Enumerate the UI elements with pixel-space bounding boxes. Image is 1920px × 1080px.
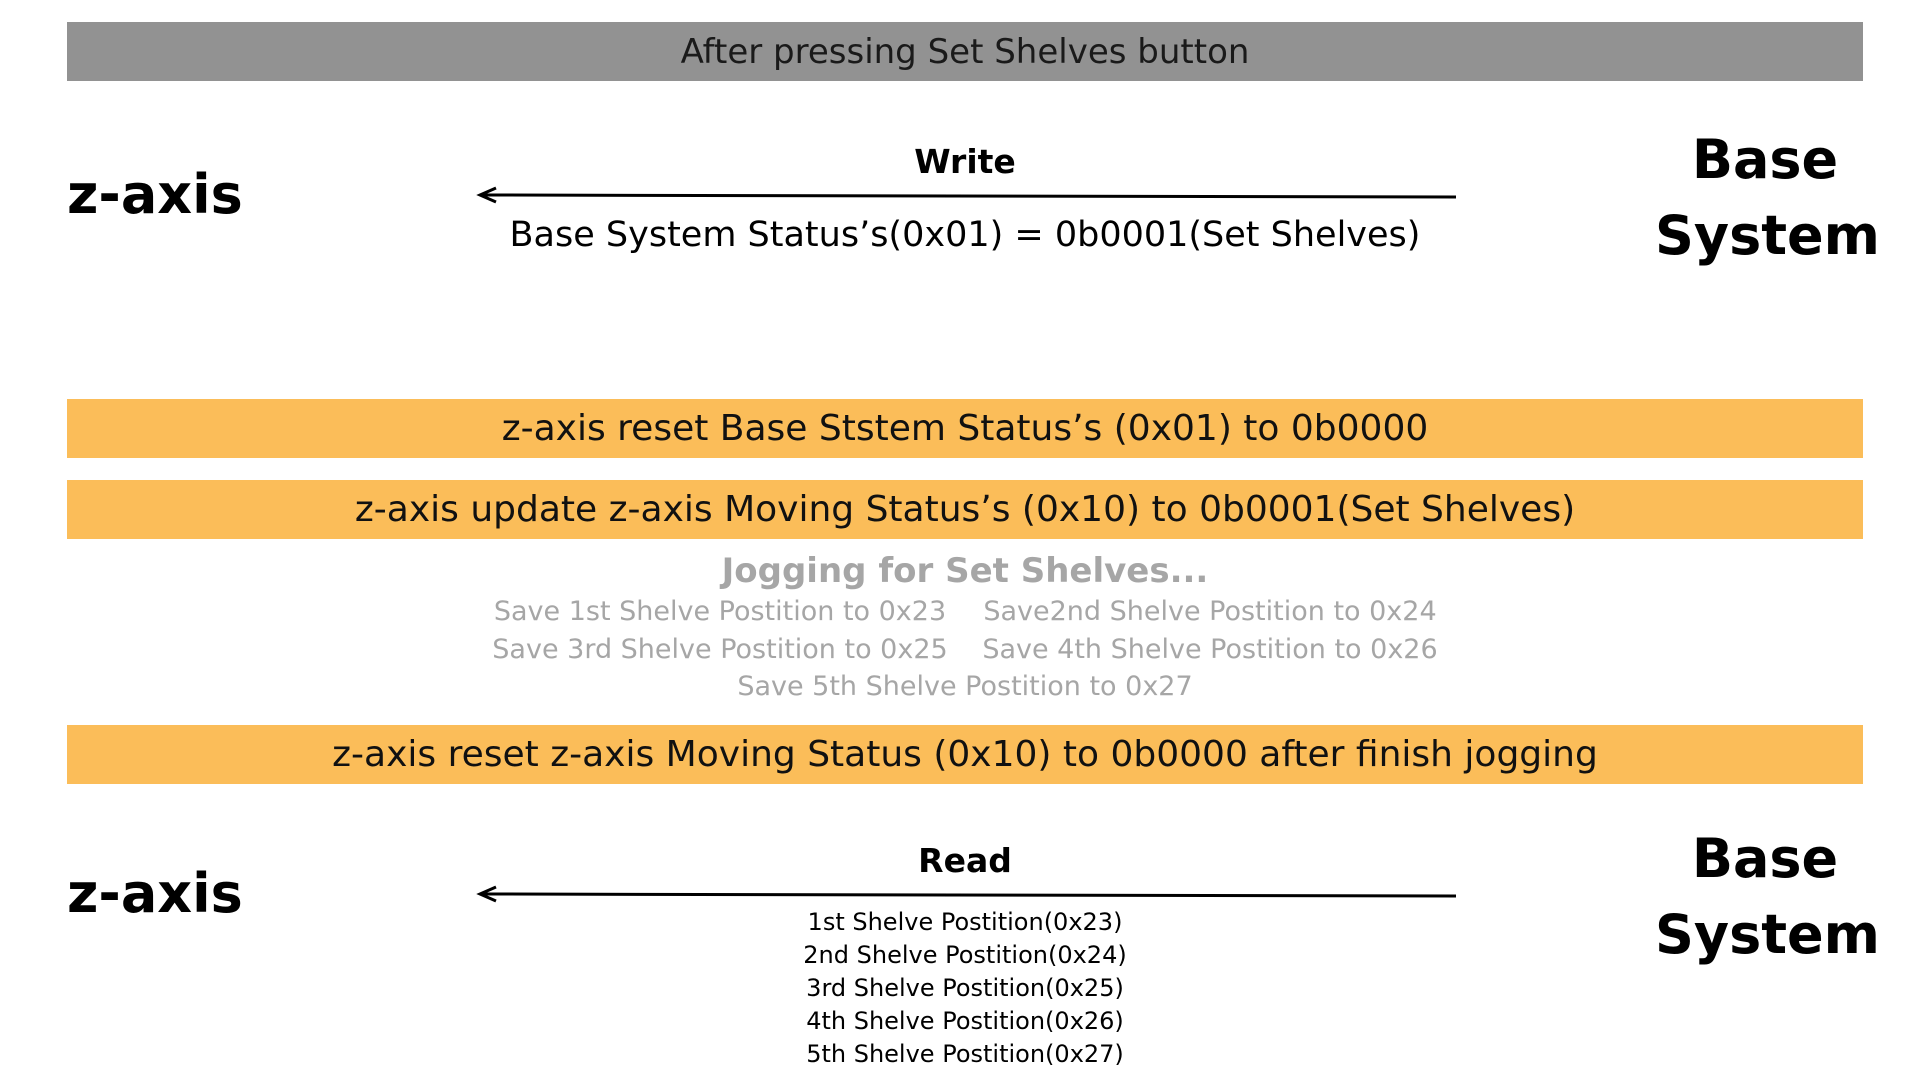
read-item: 4th Shelve Postition(0x26) bbox=[806, 1007, 1124, 1035]
write-message: Base System Status’s(0x01) = 0b0001(Set … bbox=[509, 215, 1421, 255]
reset-base-status-bar: z-axis reset Base Ststem Status’s (0x01)… bbox=[67, 399, 1863, 458]
jogging-title: Jogging for Set Shelves... bbox=[721, 551, 1209, 591]
reset-moving-status-text: z-axis reset z-axis Moving Status (0x10)… bbox=[332, 734, 1598, 775]
jogging-item: Save2nd Shelve Postition to 0x24 bbox=[983, 596, 1437, 627]
write-action-label: Write bbox=[914, 142, 1016, 181]
write-right-label: Base System bbox=[1655, 122, 1880, 274]
read-right-label: Base System bbox=[1655, 821, 1880, 973]
jogging-item: Save 1st Shelve Postition to 0x23 bbox=[493, 596, 947, 627]
update-moving-status-text: z-axis update z-axis Moving Status’s (0x… bbox=[354, 489, 1576, 530]
reset-base-status-text: z-axis reset Base Ststem Status’s (0x01)… bbox=[501, 408, 1429, 449]
read-item: 3rd Shelve Postition(0x25) bbox=[806, 974, 1124, 1002]
read-item: 2nd Shelve Postition(0x24) bbox=[803, 941, 1127, 969]
read-action-label: Read bbox=[918, 841, 1012, 880]
write-left-label: z-axis bbox=[67, 163, 243, 226]
read-items-list: 1st Shelve Postition(0x23) 2nd Shelve Po… bbox=[715, 906, 1215, 1071]
read-item: 1st Shelve Postition(0x23) bbox=[807, 908, 1123, 936]
read-item: 5th Shelve Postition(0x27) bbox=[806, 1040, 1124, 1068]
header-title: After pressing Set Shelves button bbox=[680, 31, 1250, 72]
update-moving-status-bar: z-axis update z-axis Moving Status’s (0x… bbox=[67, 480, 1863, 539]
write-arrow-icon bbox=[476, 186, 1457, 204]
read-left-label: z-axis bbox=[67, 862, 243, 925]
jogging-item: Save 5th Shelve Postition to 0x27 bbox=[737, 671, 1193, 702]
write-right-label-line1: Base bbox=[1691, 128, 1839, 191]
read-right-label-line1: Base bbox=[1691, 827, 1839, 890]
read-arrow-icon bbox=[476, 885, 1457, 903]
write-right-label-line2: System bbox=[1655, 204, 1880, 267]
reset-moving-status-bar: z-axis reset z-axis Moving Status (0x10)… bbox=[67, 725, 1863, 784]
header-bar: After pressing Set Shelves button bbox=[67, 22, 1863, 81]
jogging-item: Save 4th Shelve Postition to 0x26 bbox=[982, 634, 1438, 665]
read-right-label-line2: System bbox=[1655, 903, 1880, 966]
jogging-item: Save 3rd Shelve Postition to 0x25 bbox=[492, 634, 948, 665]
